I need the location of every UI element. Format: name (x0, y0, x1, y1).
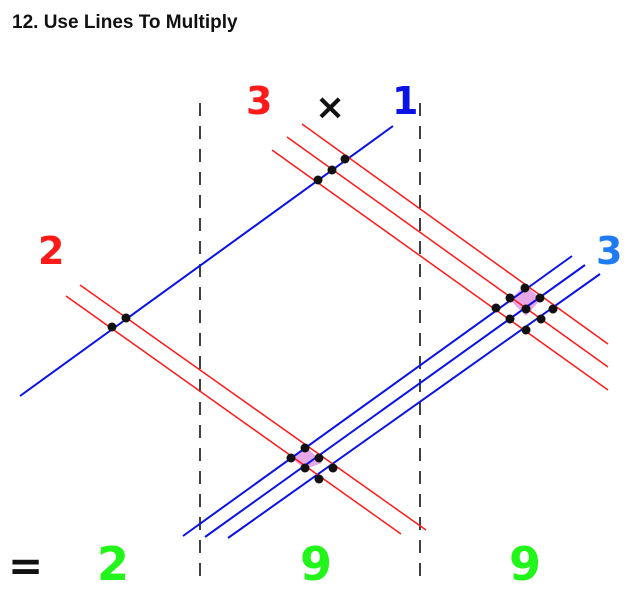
dot (107, 322, 117, 332)
dot (328, 463, 338, 473)
intersection-highlight-top (510, 285, 541, 316)
result-ones-digit: 9 (509, 537, 541, 591)
dot (314, 474, 324, 484)
dot (505, 314, 515, 324)
equals-sign: = (8, 541, 43, 590)
result-hundreds-digit: 2 (97, 537, 129, 591)
dot (505, 293, 515, 303)
intersection-dots (107, 154, 558, 484)
dot (491, 303, 501, 313)
blue-line-tens (19, 125, 394, 397)
red-line-tens-2 (79, 284, 427, 531)
dot (327, 165, 337, 175)
dot (536, 314, 546, 324)
page-title: 12. Use Lines To Multiply (12, 12, 238, 33)
dot (313, 175, 323, 185)
red-line-ones-1 (271, 149, 609, 391)
intersection-highlight-bottom (291, 446, 322, 469)
result-tens-digit: 9 (300, 537, 332, 591)
dot (340, 154, 350, 164)
dot (300, 443, 310, 453)
dot (300, 463, 310, 473)
blue-line-ones-3 (227, 273, 601, 539)
times-symbol: × (315, 87, 345, 128)
factor-left-digit: 3 (246, 79, 272, 123)
first-factor-ones-digit: 3 (596, 229, 622, 273)
dot (521, 325, 531, 335)
blue-line-ones-2 (204, 264, 586, 538)
dot (121, 313, 131, 323)
dot (520, 283, 530, 293)
dot (521, 304, 531, 314)
red-line-tens-1 (65, 295, 402, 535)
dot (314, 453, 324, 463)
blue-line-ones-1 (182, 255, 573, 537)
dot (548, 304, 558, 314)
red-line-ones-2 (286, 136, 609, 368)
first-factor-tens-digit: 2 (38, 229, 64, 273)
dot (535, 293, 545, 303)
factor-right-digit: 1 (392, 79, 418, 123)
dot (286, 453, 296, 463)
